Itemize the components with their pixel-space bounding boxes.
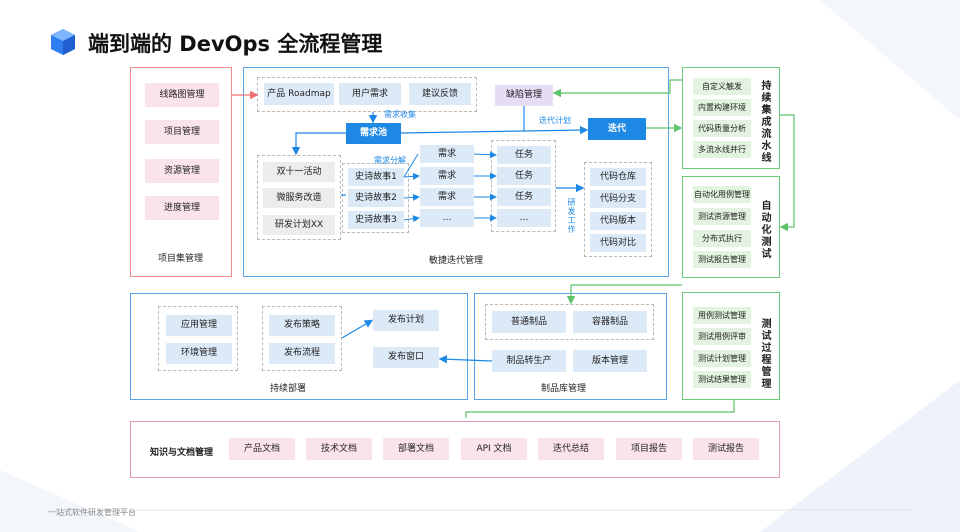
activity-item[interactable]: 双十一活动 xyxy=(263,162,335,182)
code-group xyxy=(584,162,652,257)
req-collect-label: 需求收集 xyxy=(384,110,416,119)
testproc-label: 测试过程管理 xyxy=(759,318,770,390)
source-item[interactable]: 产品 Roadmap xyxy=(264,83,334,105)
task-item[interactable]: … xyxy=(497,209,551,227)
artifact-version[interactable]: 版本管理 xyxy=(573,350,647,372)
project-set-item[interactable]: 项目管理 xyxy=(145,120,219,144)
deploy-mgmt-item[interactable]: 环境管理 xyxy=(166,343,232,364)
dev-work-label: 研发工作 xyxy=(567,198,576,234)
deploy-policy-group xyxy=(262,306,342,371)
autotest-item[interactable]: 自动化用例管理 xyxy=(693,186,751,203)
defect-management[interactable]: 缺陷管理 xyxy=(495,85,553,106)
deploy-mgmt-item[interactable]: 应用管理 xyxy=(166,315,232,336)
task-item[interactable]: 任务 xyxy=(497,167,551,185)
doc-item[interactable]: 产品文档 xyxy=(229,438,295,460)
code-item[interactable]: 代码分支 xyxy=(590,190,646,208)
agile-label: 敏捷迭代管理 xyxy=(429,256,484,266)
ci-label: 持续集成流水线 xyxy=(759,80,770,164)
ci-section xyxy=(682,67,780,169)
activity-item[interactable]: 研发计划XX xyxy=(263,215,335,235)
artifact-item[interactable]: 容器制品 xyxy=(573,311,647,333)
deploy-policy-item[interactable]: 发布流程 xyxy=(269,343,335,364)
project-set-item[interactable]: 线路图管理 xyxy=(145,83,219,107)
deploy-mgmt-group xyxy=(158,306,238,371)
project-set-item[interactable]: 进度管理 xyxy=(145,196,219,220)
logo-icon xyxy=(51,29,75,55)
ci-item[interactable]: 多流水线并行 xyxy=(693,141,751,158)
artifact-to-prod[interactable]: 制品转生产 xyxy=(492,350,566,372)
code-item[interactable]: 代码对比 xyxy=(590,234,646,252)
doc-item[interactable]: 测试报告 xyxy=(693,438,759,460)
iteration-button[interactable]: 迭代 xyxy=(588,118,646,140)
ci-item[interactable]: 代码质量分析 xyxy=(693,120,751,137)
code-item[interactable]: 代码版本 xyxy=(590,212,646,230)
deploy-plan[interactable]: 发布计划 xyxy=(373,310,439,331)
iteration-plan-label: 迭代计划 xyxy=(539,116,571,125)
project-set-section xyxy=(130,67,232,277)
autotest-item[interactable]: 测试资源管理 xyxy=(693,208,751,225)
page-title: 端到端的 DevOps 全流程管理 xyxy=(88,32,383,56)
testproc-item[interactable]: 用例测试管理 xyxy=(693,307,751,324)
source-item[interactable]: 用户需求 xyxy=(339,83,401,105)
deploy-policy-item[interactable]: 发布策略 xyxy=(269,315,335,336)
story-item[interactable]: 史诗故事3 xyxy=(348,211,404,229)
deploy-label: 持续部署 xyxy=(270,384,307,394)
req-pool-button[interactable]: 需求池 xyxy=(346,123,401,144)
doc-item[interactable]: API 文档 xyxy=(461,438,527,460)
testproc-section xyxy=(682,292,780,400)
requirement-item[interactable]: 需求 xyxy=(420,188,474,206)
footer-text: 一站式软件研发管理平台 xyxy=(48,508,136,517)
agile-section xyxy=(243,67,669,277)
requirement-item[interactable]: 需求 xyxy=(420,145,474,163)
testproc-item[interactable]: 测试用例评审 xyxy=(693,328,751,345)
doc-item[interactable]: 技术文档 xyxy=(306,438,372,460)
activity-item[interactable]: 微服务改造 xyxy=(263,188,335,208)
deploy-window[interactable]: 发布窗口 xyxy=(373,347,439,368)
project-set-label: 项目集管理 xyxy=(158,254,204,264)
req-split-label: 需求分解 xyxy=(374,156,406,165)
project-set-item[interactable]: 资源管理 xyxy=(145,159,219,183)
task-item[interactable]: 任务 xyxy=(497,146,551,164)
code-item[interactable]: 代码仓库 xyxy=(590,168,646,186)
task-group xyxy=(491,140,556,232)
story-item[interactable]: 史诗故事1 xyxy=(348,168,404,186)
doc-item[interactable]: 部署文档 xyxy=(383,438,449,460)
activity-group xyxy=(257,155,341,240)
source-item[interactable]: 建议反馈 xyxy=(409,83,471,105)
deploy-section xyxy=(130,293,468,400)
requirement-item[interactable]: … xyxy=(420,209,474,227)
testproc-item[interactable]: 测试计划管理 xyxy=(693,350,751,367)
artifact-label: 制品库管理 xyxy=(541,384,587,394)
autotest-item[interactable]: 测试报告管理 xyxy=(693,251,751,268)
doc-item[interactable]: 迭代总结 xyxy=(538,438,604,460)
doc-item[interactable]: 项目报告 xyxy=(616,438,682,460)
autotest-label: 自动化测试 xyxy=(759,200,770,260)
knowledge-section xyxy=(130,421,780,478)
autotest-section xyxy=(682,176,780,278)
ci-item[interactable]: 自定义触发 xyxy=(693,78,751,95)
autotest-item[interactable]: 分布式执行 xyxy=(693,230,751,247)
artifact-group xyxy=(485,304,654,340)
testproc-item[interactable]: 测试结果管理 xyxy=(693,371,751,388)
task-item[interactable]: 任务 xyxy=(497,188,551,206)
knowledge-label: 知识与文档管理 xyxy=(150,448,214,458)
story-item[interactable]: 史诗故事2 xyxy=(348,189,404,207)
artifact-item[interactable]: 普通制品 xyxy=(492,311,566,333)
requirement-item[interactable]: 需求 xyxy=(420,167,474,185)
ci-item[interactable]: 内置构建环境 xyxy=(693,99,751,116)
